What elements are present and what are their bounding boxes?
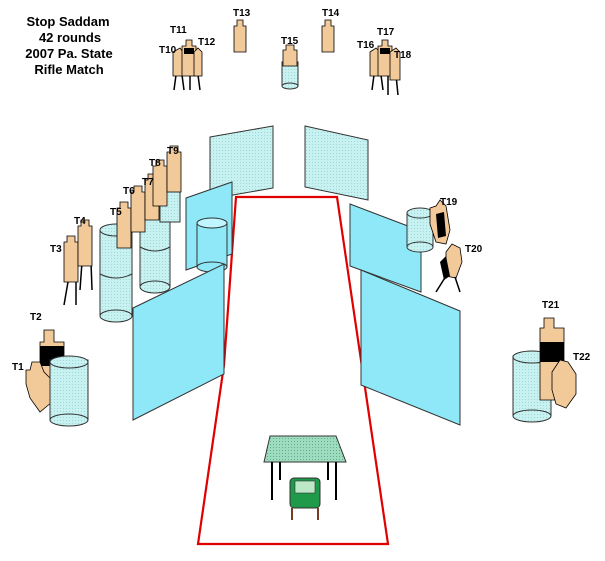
panel-back-left <box>209 125 274 200</box>
target-label-t2: T2 <box>30 312 42 323</box>
panel-back-right <box>304 125 369 201</box>
shooting-lane <box>196 195 390 546</box>
target-group-t10-t12 <box>172 39 203 91</box>
target-label-t10: T10 <box>159 45 177 56</box>
target-stand-t3-t4 <box>63 261 93 306</box>
target-t14-shape <box>321 19 335 53</box>
shooting-chair <box>289 477 321 520</box>
target-label-t9: T9 <box>167 146 179 157</box>
target-label-t14: T14 <box>322 8 340 19</box>
target-group-t19-t20 <box>406 199 463 293</box>
title-line-2: 42 rounds <box>39 30 101 45</box>
target-label-t17: T17 <box>377 27 395 38</box>
shooting-table <box>263 435 347 500</box>
title-line-4: Rifle Match <box>34 62 103 77</box>
panel-right-front <box>360 269 461 426</box>
target-group-t21-t22 <box>512 317 577 423</box>
target-t15-shape <box>281 44 299 90</box>
target-label-t3: T3 <box>50 244 62 255</box>
title-line-3: 2007 Pa. State <box>25 46 112 61</box>
target-label-t20: T20 <box>465 244 483 255</box>
barrel-left-lane <box>196 217 228 273</box>
target-label-t18: T18 <box>394 50 412 61</box>
target-label-t21: T21 <box>542 300 560 311</box>
target-label-t4: T4 <box>74 216 86 227</box>
panel-right-mid <box>349 203 422 293</box>
target-group-t16-t18 <box>369 39 401 96</box>
target-label-t22: T22 <box>573 352 591 363</box>
target-label-t16: T16 <box>357 40 375 51</box>
target-label-t15: T15 <box>281 36 299 47</box>
target-label-t7: T7 <box>142 177 154 188</box>
target-label-t11: T11 <box>170 25 187 36</box>
target-label-t19: T19 <box>440 197 458 208</box>
target-label-t5: T5 <box>110 207 122 218</box>
stage-title: Stop Saddam 42 rounds 2007 Pa. State Rif… <box>25 14 112 77</box>
target-label-t1: T1 <box>12 362 24 373</box>
target-label-t8: T8 <box>149 158 161 169</box>
target-label-t6: T6 <box>123 186 135 197</box>
target-t3-shape <box>63 235 79 283</box>
target-labels: T1 T2 T3 T4 T5 T6 T7 T8 T9 T10 T11 T12 T… <box>12 8 591 373</box>
target-t13-shape <box>233 19 247 53</box>
panel-left-front <box>132 263 225 421</box>
target-label-t13: T13 <box>233 8 251 19</box>
target-group-t1-t2 <box>25 329 89 427</box>
title-line-1: Stop Saddam <box>26 14 109 29</box>
target-label-t12: T12 <box>198 37 216 48</box>
